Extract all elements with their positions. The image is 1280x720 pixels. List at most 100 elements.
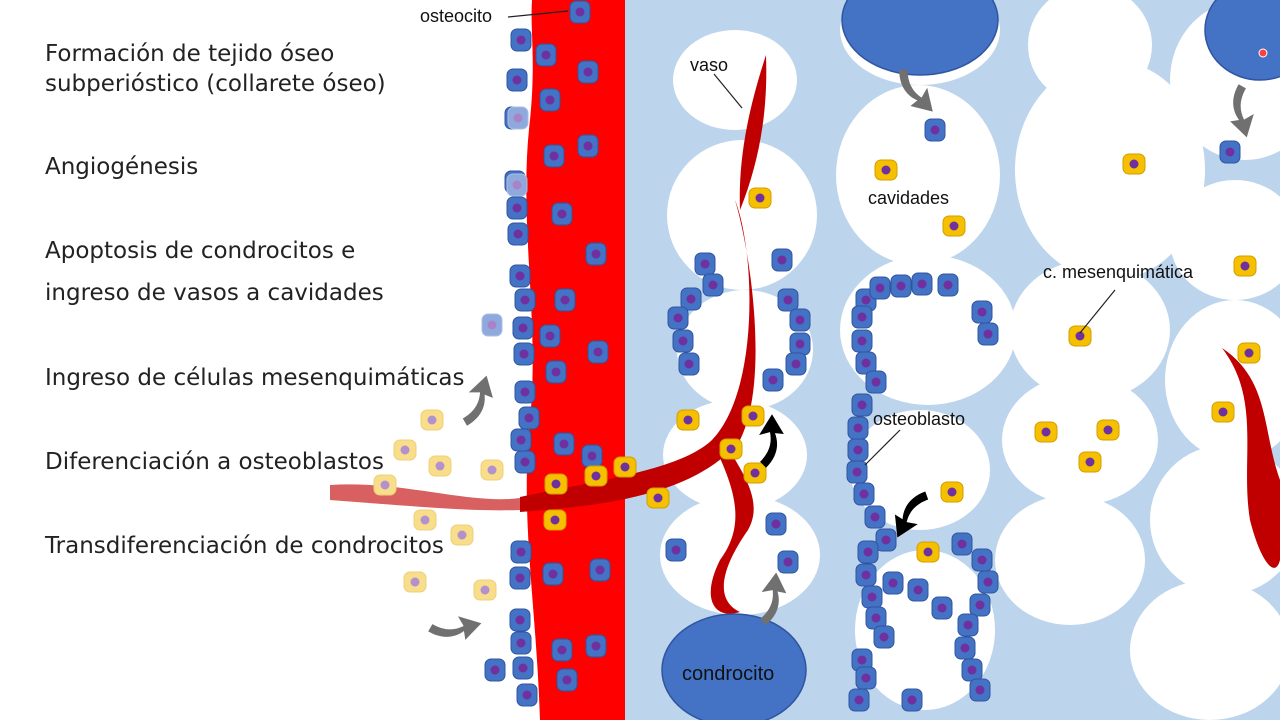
step-4: Ingreso de células mesenquimáticas <box>45 365 465 391</box>
osteoblast-cell <box>869 276 891 300</box>
osteoblast-cell <box>951 532 973 556</box>
osteoblast-nucleus <box>771 519 781 529</box>
step-1-line-1: Formación de tejido óseo <box>45 41 335 67</box>
step-6: Transdiferenciación de condrocitos <box>45 533 444 559</box>
osteoblast-nucleus <box>853 423 863 433</box>
mesenchymal-cell-faded <box>403 571 427 593</box>
mesenchymal-cell <box>1237 342 1261 364</box>
osteoblast-nucleus <box>879 632 889 642</box>
osteoblast-nucleus <box>520 457 530 467</box>
mesenchymal-cell <box>646 487 670 509</box>
osteoblast-nucleus <box>562 675 572 685</box>
mesenchymal-nucleus <box>420 515 430 525</box>
vessel-lower-branch <box>710 440 754 614</box>
osteoblast-nucleus <box>512 75 522 85</box>
osteoblast-nucleus <box>857 336 867 346</box>
osteoblast-cell <box>977 570 999 594</box>
osteoblast-nucleus <box>871 613 881 623</box>
osteoblast-cell <box>535 43 557 67</box>
osteoblast-nucleus <box>1225 147 1235 157</box>
osteoblast-nucleus <box>557 645 567 655</box>
osteoblast-cell <box>937 273 959 297</box>
osteoblast-cell <box>577 60 599 84</box>
chondrocyte-top-right <box>1204 0 1280 81</box>
osteoblast-nucleus <box>678 336 688 346</box>
osteoblast-cell <box>771 248 793 272</box>
osteoblast-nucleus <box>512 203 522 213</box>
osteoblast-nucleus <box>686 294 696 304</box>
osteoblast-cell <box>510 28 532 52</box>
osteoblast-nucleus <box>522 690 532 700</box>
osteoblast-cell <box>851 393 873 417</box>
mesenchymal-cell <box>1078 451 1102 473</box>
label-osteoblasto: osteoblasto <box>873 409 966 429</box>
osteoblast-nucleus <box>768 375 778 385</box>
osteoblast-cell <box>514 288 536 312</box>
osteoblast-cell <box>861 585 883 609</box>
osteoblast-cell <box>1219 140 1241 164</box>
mesenchymal-cell-faded <box>480 459 504 481</box>
osteoblast-cell <box>509 608 531 632</box>
osteoblast-cell <box>672 329 694 353</box>
pointer-vaso <box>713 73 743 109</box>
osteoblast-cell <box>509 566 531 590</box>
mesenchymal-cell <box>874 159 898 181</box>
osteoblast-cell <box>585 242 607 266</box>
osteoblast-nucleus <box>875 283 885 293</box>
osteoblast-nucleus <box>783 295 793 305</box>
osteoblast-nucleus <box>515 271 525 281</box>
osteoblast-cell <box>585 634 607 658</box>
osteoblast-nucleus <box>673 313 683 323</box>
osteoblast-nucleus <box>983 577 993 587</box>
osteoblast-nucleus <box>795 315 805 325</box>
osteoblast-nucleus <box>937 603 947 613</box>
osteoblast-nucleus <box>795 339 805 349</box>
osteoblast-nucleus <box>708 280 718 290</box>
osteoblast-nucleus <box>583 141 593 151</box>
vessel-right <box>1222 348 1280 568</box>
step-5: Diferenciación a osteoblastos <box>45 449 384 475</box>
osteoblast-cell <box>510 540 532 564</box>
osteoblast-nucleus <box>513 229 523 239</box>
mesenchymal-nucleus <box>457 530 467 540</box>
osteoblast-cell <box>855 666 877 690</box>
osteoblast-cell <box>510 428 532 452</box>
osteoblast-cell <box>587 340 609 364</box>
osteoblast-nucleus <box>557 209 567 219</box>
label-condrocito: condrocito <box>682 663 775 685</box>
osteoblast-nucleus <box>960 643 970 653</box>
osteoblast-nucleus <box>515 573 525 583</box>
osteoblast-nucleus <box>516 35 526 45</box>
cavity <box>1130 580 1280 720</box>
osteoblast-nucleus <box>861 295 871 305</box>
osteoblast-cell <box>569 0 591 24</box>
osteoblast-cell <box>514 450 536 474</box>
osteoblast-nucleus <box>975 600 985 610</box>
osteoblast-cell <box>924 118 946 142</box>
mesenchymal-nucleus <box>947 487 957 497</box>
mesenchymal-cell <box>613 456 637 478</box>
osteoblast-cell <box>509 264 531 288</box>
mesenchymal-nucleus <box>726 444 736 454</box>
step-2: Angiogénesis <box>45 154 199 180</box>
mesenchymal-nucleus <box>923 547 933 557</box>
mesenchymal-cell <box>741 405 765 427</box>
label-pointers <box>507 10 1116 466</box>
mesenchymal-cell <box>940 481 964 503</box>
arrow-chondrocyte-release-right <box>1230 84 1254 138</box>
chondrocytes <box>661 0 1280 720</box>
osteoblast-cell <box>702 273 724 297</box>
mesenchymal-nucleus <box>1103 425 1113 435</box>
osteoblast-nucleus <box>907 695 917 705</box>
mesenchymal-nucleus <box>435 461 445 471</box>
osteoblast-nucleus <box>519 349 529 359</box>
mesenchymal-nucleus <box>410 577 420 587</box>
mesenchymal-cell <box>1034 421 1058 443</box>
mesenchymal-cell <box>916 541 940 563</box>
cavity <box>995 495 1145 625</box>
osteoblast-nucleus <box>975 685 985 695</box>
cells <box>373 0 1261 712</box>
osteoblast-cell <box>665 538 687 562</box>
osteoblast-nucleus <box>783 557 793 567</box>
